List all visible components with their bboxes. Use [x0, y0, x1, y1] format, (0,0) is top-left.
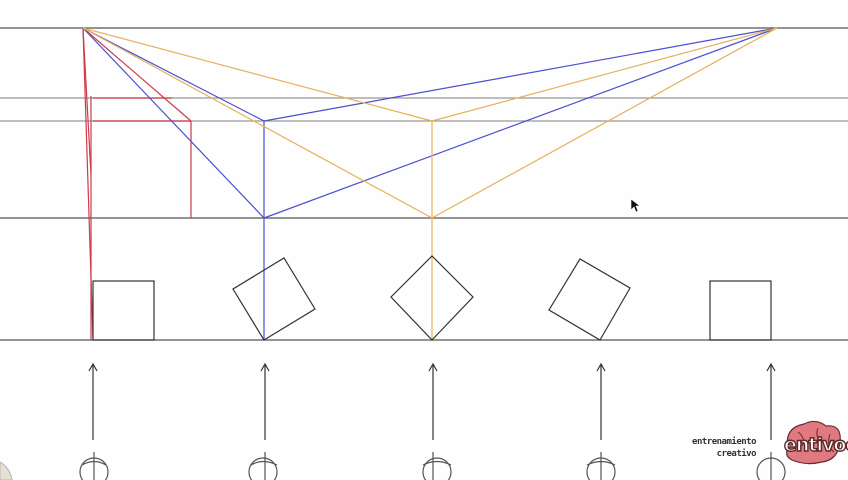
square-rotated-2 — [548, 258, 631, 341]
square-rotated-1 — [232, 257, 316, 341]
corner-blob — [0, 461, 13, 480]
brain-icon — [786, 420, 841, 465]
plan-squares — [92, 255, 772, 341]
entivoo-logo: entrenamiento creativo entivoo — [692, 420, 848, 480]
mouse-cursor-icon — [630, 198, 641, 213]
orange-construction — [82, 27, 778, 340]
square-diamond — [390, 255, 474, 341]
logo-brand: entivoo — [783, 433, 848, 456]
square-frontal-left — [92, 280, 155, 341]
logo-line1: entrenamiento — [692, 437, 756, 447]
view-arrows — [88, 362, 776, 440]
red-construction — [82, 27, 192, 341]
viewer-heads — [79, 452, 786, 480]
blue-construction — [82, 27, 778, 340]
logo-line2: creativo — [716, 449, 757, 459]
square-frontal-right — [709, 280, 772, 341]
